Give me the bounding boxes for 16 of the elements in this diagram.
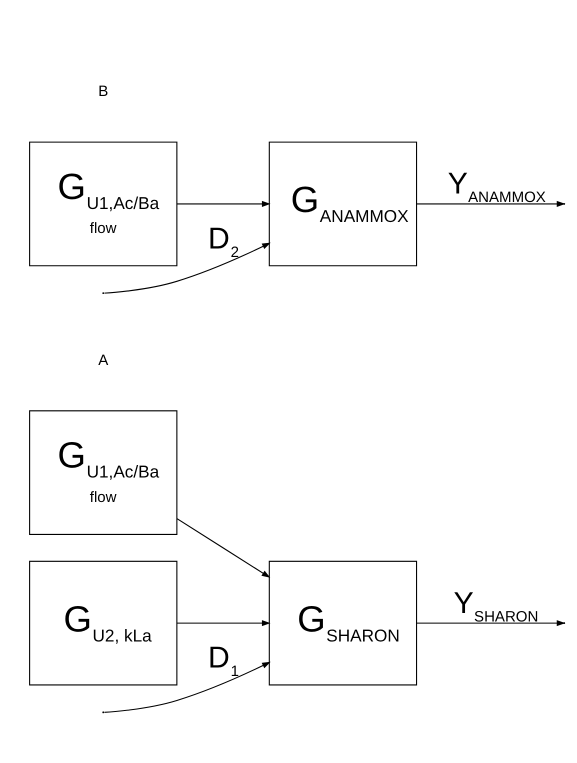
arrow <box>176 200 271 206</box>
arrow <box>104 242 271 294</box>
label: B <box>98 82 108 100</box>
edge-label: D$_{1}$ <box>208 641 239 680</box>
node-box: G$_{U1,Ac/Ba}$ flow <box>29 410 178 534</box>
arrow <box>176 620 271 626</box>
edge-label: Y$_{SHARON}$ <box>454 586 538 625</box>
node-box: G$_{SHARON}$ <box>268 560 418 685</box>
node-box: G$_{U1,Ac/Ba}$ flow <box>29 141 178 266</box>
label: A <box>98 351 108 368</box>
node-box: G$_{ANAMMOX}$ <box>268 141 418 266</box>
arrow <box>104 661 271 712</box>
node-box: G$_{U2, kLa}$ <box>29 560 178 685</box>
arrow <box>176 518 270 578</box>
edge-label: Y$_{ANAMMOX}$ <box>448 167 546 206</box>
edge-label: D$_{2}$ <box>208 222 239 260</box>
